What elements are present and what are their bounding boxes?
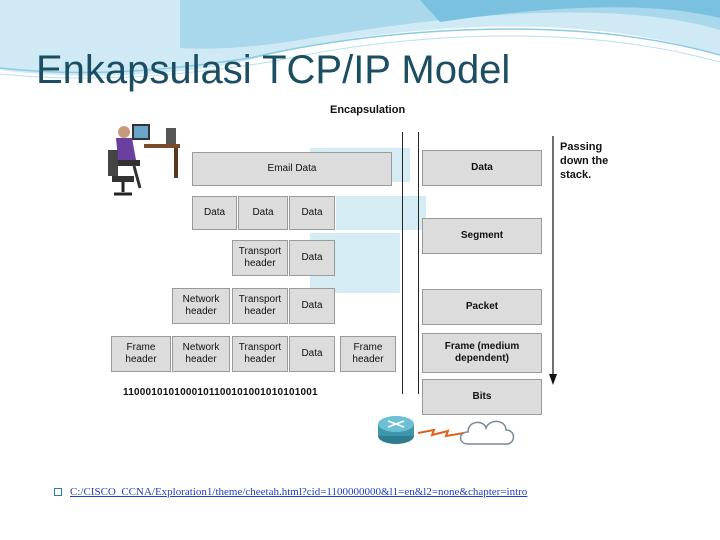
pdu-data: Data xyxy=(422,150,542,186)
pdu-packet: Packet xyxy=(422,289,542,325)
diagram-heading: Encapsulation xyxy=(330,104,406,116)
source-footer: C:/CISCO_CCNA/Exploration1/theme/cheetah… xyxy=(54,486,527,498)
pdu-frame: Frame (medium dependent) xyxy=(422,333,542,373)
network-cloud-icon xyxy=(459,420,515,445)
router-icon xyxy=(378,416,414,444)
frame-trailer-box: Frame header xyxy=(340,336,396,372)
data-box: Data xyxy=(289,288,335,324)
frame-header-box: Frame header xyxy=(111,336,171,372)
transport-header-box: Transport header xyxy=(232,336,288,372)
data-box: Data xyxy=(192,196,237,230)
data-box: Data xyxy=(238,196,288,230)
down-arrow-icon xyxy=(549,136,557,385)
encapsulation-diagram: Encapsulation Email Data Data Data Data … xyxy=(100,96,650,468)
data-box: Data xyxy=(289,336,335,372)
email-data-box: Email Data xyxy=(192,152,392,186)
header-banner-decoration xyxy=(0,0,720,79)
slide-title: Enkapsulasi TCP/IP Model xyxy=(36,48,511,92)
pdu-bits: Bits xyxy=(422,379,542,415)
source-link[interactable]: C:/CISCO_CCNA/Exploration1/theme/cheetah… xyxy=(70,486,528,498)
bullet-icon xyxy=(54,488,62,496)
bit-stream: 1100010101000101100101001010101001 xyxy=(123,387,318,398)
lightning-icon xyxy=(418,428,464,438)
person-computer-icon xyxy=(108,124,180,196)
passing-down-label: Passing down the stack. xyxy=(560,141,609,181)
transport-header-box: Transport header xyxy=(232,288,288,324)
network-header-box: Network header xyxy=(172,288,230,324)
data-box: Data xyxy=(289,240,335,276)
transport-header-box: Transport header xyxy=(232,240,288,276)
pdu-segment: Segment xyxy=(422,218,542,254)
network-header-box: Network header xyxy=(172,336,230,372)
data-box: Data xyxy=(289,196,335,230)
